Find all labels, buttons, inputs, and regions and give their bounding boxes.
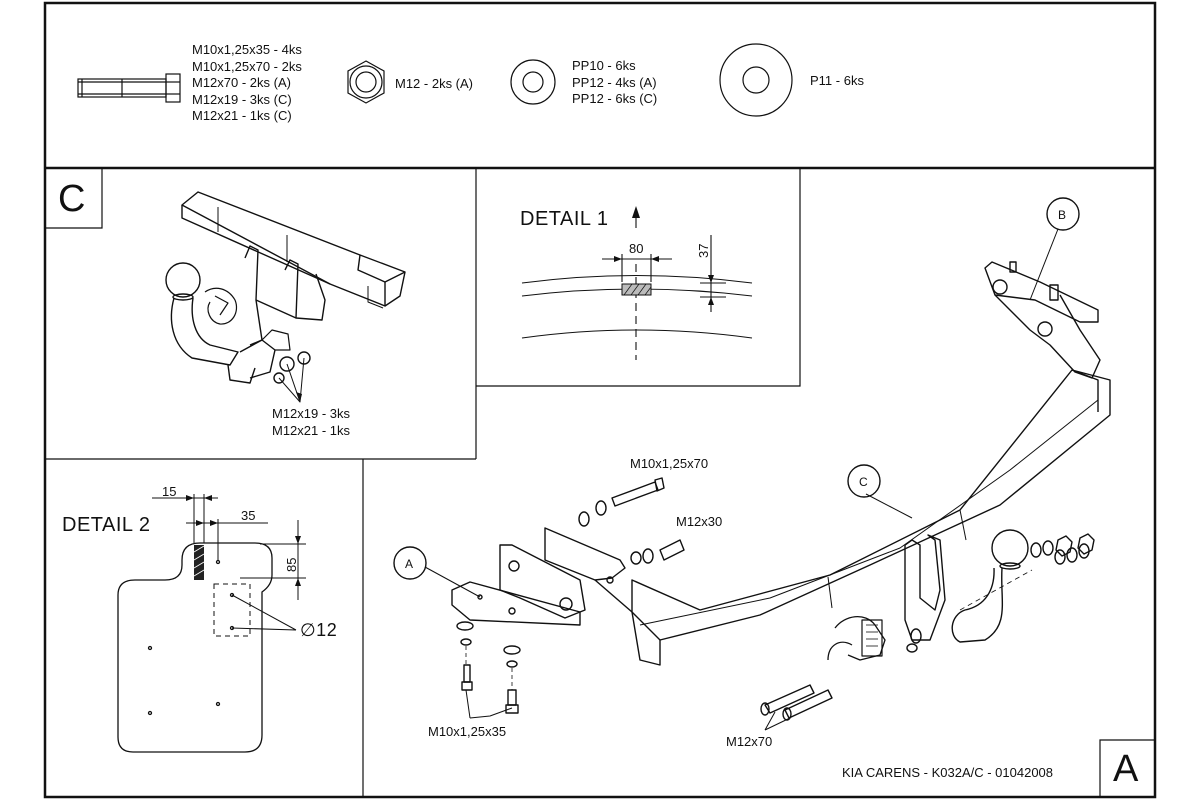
label-m12x30: M12x30 <box>676 514 723 529</box>
washer-small-item: PP10 - 6ks <box>572 58 636 73</box>
callout-a: A <box>405 557 414 571</box>
washer-large-icon <box>719 43 793 117</box>
nut-label: M12 - 2ks (A) <box>395 76 474 91</box>
label-m10x35: M10x1,25x35 <box>428 724 507 739</box>
detail2-dim-35: 35 <box>241 508 256 523</box>
view-c-label: M12x19 - 3ks <box>272 406 351 421</box>
sheet-letter: A <box>1113 748 1139 790</box>
detail2-hole-dim: ∅12 <box>300 620 338 640</box>
bolt-list-item: M10x1,25x35 - 4ks <box>192 42 302 57</box>
detail2-title: DETAIL 2 <box>62 514 151 536</box>
hex-nut-icon <box>347 60 385 104</box>
bolt-list: M10x1,25x35 - 4ks M10x1,25x70 - 2ks M12x… <box>192 42 302 125</box>
callout-c: C <box>859 475 868 489</box>
view-c-label: M12x21 - 1ks <box>272 422 351 438</box>
callout-b: B <box>1058 208 1067 222</box>
washer-small-item: PP12 - 6ks (C) <box>572 91 658 106</box>
bolt-list-item: M12x21 - 1ks (C) <box>192 108 292 123</box>
detail1-title: DETAIL 1 <box>520 208 609 230</box>
bolt-icon <box>77 73 181 103</box>
bolt-list-item: M12x70 - 2ks (A) <box>192 75 291 90</box>
bolt-list-item: M10x1,25x70 - 2ks <box>192 58 302 74</box>
washer-small-list: PP10 - 6ks PP12 - 4ks (A) PP12 - 6ks (C) <box>572 58 657 108</box>
view-c-labels: M12x19 - 3ks M12x21 - 1ks <box>272 406 350 439</box>
detail2-dim-15: 15 <box>162 484 177 499</box>
bolt-list-item: M12x19 - 3ks (C) <box>192 91 292 107</box>
washer-small-item: PP12 - 4ks (A) <box>572 74 657 90</box>
washer-large-label: P11 - 6ks <box>810 73 864 88</box>
title-block-text: KIA CARENS - K032A/C - 01042008 <box>842 765 1054 780</box>
washer-small-icon <box>510 59 556 105</box>
view-c-letter: C <box>58 178 86 220</box>
label-m10x70: M10x1,25x70 <box>630 456 709 471</box>
label-m12x70: M12x70 <box>726 734 773 749</box>
detail1-dim-width: 80 <box>629 241 644 256</box>
